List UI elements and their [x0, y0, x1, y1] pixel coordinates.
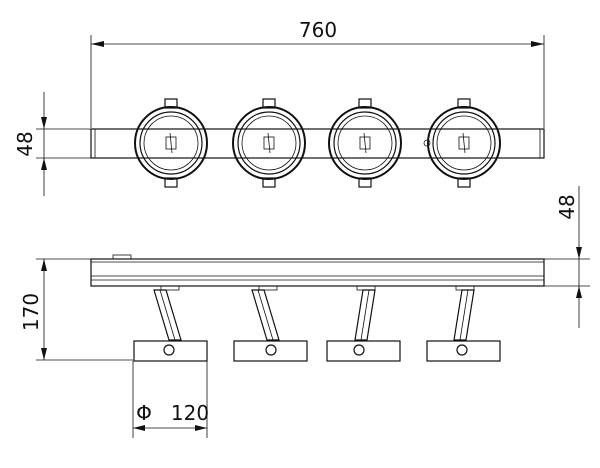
spotlight-side-4 [426, 285, 501, 362]
top-view: 760 48 [13, 18, 545, 196]
dim170-arrow-bottom [41, 348, 47, 360]
diameter-symbol: Φ [136, 401, 152, 425]
spotlight-side-2 [233, 285, 308, 362]
spotlight-side-3 [326, 285, 401, 362]
dim-120-label: 120 [171, 401, 209, 425]
dim170-arrow-top [41, 259, 47, 271]
dim-170-label: 170 [19, 293, 43, 331]
dim-760-label: 760 [299, 18, 337, 42]
arrow-left [91, 41, 104, 47]
dia-arrow-right [195, 425, 207, 431]
dim48-arrow-top [41, 117, 47, 129]
arrow-right [531, 41, 544, 47]
spotlight-top-4 [427, 98, 501, 188]
spotlight-top-1 [134, 98, 208, 188]
bar-knob [423, 139, 431, 147]
dia-arrow-left [133, 425, 145, 431]
dim48r-arrow-top [576, 247, 582, 259]
spotlight-top-2 [232, 98, 306, 188]
spotlight-top-3 [328, 98, 402, 188]
side-bar [90, 258, 545, 287]
spotlight-side-1 [133, 285, 208, 362]
dim-48-right-label: 48 [555, 194, 579, 219]
top-bar [90, 128, 545, 159]
dim48r-arrow-bottom [576, 286, 582, 298]
dim-48-left-label: 48 [13, 131, 37, 156]
dim48-arrow-bottom [41, 158, 47, 170]
bar-top-cap [112, 254, 132, 260]
side-view: 48 170 [19, 186, 590, 438]
